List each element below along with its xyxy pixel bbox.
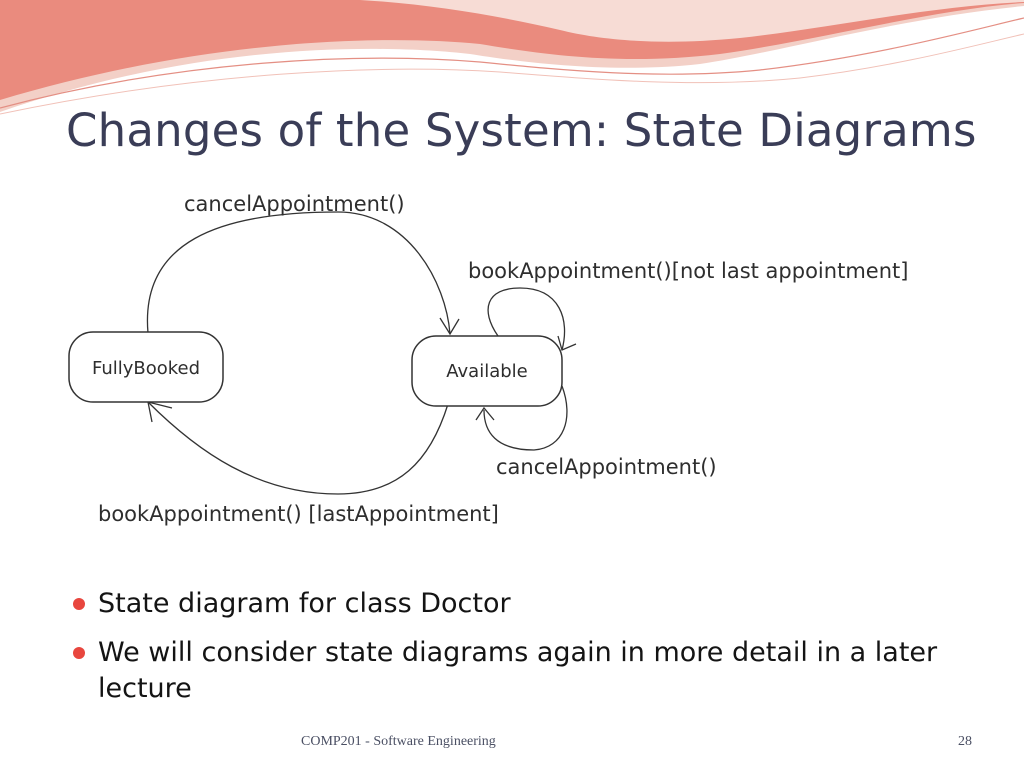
transition-arc-book-last bbox=[147, 401, 449, 495]
bullet-dot-icon bbox=[73, 598, 85, 610]
bullet-item: State diagram for class Doctor bbox=[72, 586, 972, 622]
arrowhead-icon bbox=[439, 317, 460, 336]
arrowhead-icon bbox=[557, 335, 577, 351]
transition-loop-cancel bbox=[483, 385, 568, 451]
transition-loop-book-not-last bbox=[487, 287, 566, 351]
footer-page-number: 28 bbox=[958, 734, 972, 749]
state-available: Available bbox=[411, 335, 563, 407]
arrowhead-icon bbox=[475, 406, 495, 421]
state-fullybooked-label: FullyBooked bbox=[92, 358, 200, 379]
state-fullybooked: FullyBooked bbox=[68, 331, 224, 403]
transition-label-book-last: bookAppointment() [lastAppointment] bbox=[98, 502, 499, 526]
state-diagram-canvas: FullyBooked Available cancelAppointment(… bbox=[68, 192, 908, 526]
slide-title: Changes of the System: State Diagrams bbox=[66, 104, 977, 157]
transition-label-cancel-bottom: cancelAppointment() bbox=[496, 455, 717, 479]
state-available-label: Available bbox=[446, 361, 527, 382]
transition-arc-cancel-to-available bbox=[146, 211, 451, 335]
transition-label-cancel-top: cancelAppointment() bbox=[184, 192, 405, 216]
state-diagram: FullyBooked Available cancelAppointment(… bbox=[68, 182, 975, 528]
bullet-item: We will consider state diagrams again in… bbox=[72, 635, 972, 707]
bullet-text: State diagram for class Doctor bbox=[98, 588, 511, 619]
bullet-dot-icon bbox=[73, 647, 85, 659]
header-wave-decoration bbox=[0, 0, 1024, 115]
bullet-text: We will consider state diagrams again in… bbox=[98, 637, 938, 704]
transition-label-book-not-last: bookAppointment()[not last appointment] bbox=[468, 259, 908, 283]
bullet-list: State diagram for class Doctor We will c… bbox=[72, 586, 972, 720]
footer-course: COMP201 - Software Engineering bbox=[301, 734, 496, 749]
